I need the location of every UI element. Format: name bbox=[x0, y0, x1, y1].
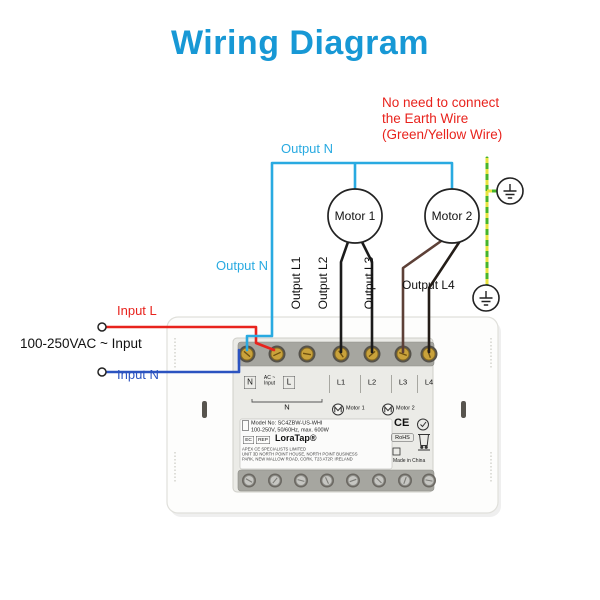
terminal-l1-label: L1 bbox=[336, 378, 346, 387]
model-number: Model No: SC4ZBW-US-WHI bbox=[251, 420, 323, 426]
package-square-icon bbox=[392, 447, 401, 456]
output-l3-wire bbox=[401, 237, 446, 354]
terminal-n-label: N bbox=[244, 376, 256, 389]
output-n-label-left: Output N bbox=[216, 258, 269, 273]
spec-label bbox=[239, 418, 393, 470]
switch-module bbox=[232, 337, 438, 493]
input-l-terminal bbox=[97, 322, 107, 332]
input-n-label: Input N bbox=[117, 367, 159, 382]
manufacturer-address: APEX CE SPECIALISTS LIMITED UNIT 3D NORT… bbox=[242, 446, 358, 462]
output-l3-label: Output L3 bbox=[362, 256, 376, 310]
plate-markings bbox=[174, 338, 492, 482]
output-l1-label: Output L1 bbox=[289, 256, 303, 310]
input-l-label: Input L bbox=[117, 303, 157, 318]
rohs-badge: RoHS bbox=[391, 433, 414, 442]
terminal-l-label: L bbox=[283, 376, 295, 389]
earth-wire bbox=[485, 156, 498, 286]
power-rating: 100-250V, 50/60Hz, max. 600W bbox=[251, 427, 329, 433]
vac-input-label: 100-250VAC ~ Input bbox=[20, 336, 142, 351]
plate-screw-slot-right bbox=[461, 401, 466, 418]
terminal-l3-label: L3 bbox=[398, 378, 408, 387]
plate-screw-slot-left bbox=[202, 401, 207, 418]
ec-badge: EC bbox=[243, 436, 254, 444]
motor2-icon bbox=[382, 403, 394, 416]
terminal-label-dividers bbox=[329, 375, 418, 393]
ce-mark: CE bbox=[394, 417, 410, 429]
terminal-l4-label: L4 bbox=[424, 378, 434, 387]
output-l4-label: Output L4 bbox=[402, 278, 455, 292]
cert-circle-icon bbox=[417, 418, 429, 431]
brand-name: LoraTap® bbox=[275, 433, 317, 443]
output-l1-wire bbox=[339, 240, 350, 354]
neutral-bracket bbox=[251, 399, 323, 403]
output-n-label-top: Output N bbox=[281, 141, 334, 156]
rep-badge: REP bbox=[256, 436, 270, 444]
motor-1-tag: Motor 1 bbox=[346, 405, 365, 411]
earth-wire-note: No need to connect the Earth Wire (Green… bbox=[382, 95, 503, 142]
terminal-l2-label: L2 bbox=[367, 378, 377, 387]
motor-2-tag: Motor 2 bbox=[396, 405, 415, 411]
input-n-wire bbox=[102, 348, 241, 374]
output-l4-wire bbox=[427, 239, 462, 354]
output-n-wire bbox=[245, 161, 454, 352]
terminal-n-bottom-label: N bbox=[284, 403, 290, 412]
motor-2-label: Motor 2 bbox=[431, 209, 473, 223]
weee-bin-icon bbox=[418, 434, 430, 451]
output-l2-wire bbox=[360, 240, 374, 354]
motor-2 bbox=[424, 188, 480, 244]
terminal-ac-input-label: AC ~ Input bbox=[263, 375, 276, 386]
earth-symbol-1 bbox=[496, 177, 524, 205]
output-l2-label: Output L2 bbox=[316, 256, 330, 310]
label-mini-box-icon bbox=[242, 420, 249, 431]
page-title: Wiring Diagram bbox=[171, 24, 429, 62]
made-in-label: Made in China bbox=[393, 458, 426, 464]
earth-symbol-2 bbox=[472, 284, 500, 312]
motor-1 bbox=[327, 188, 383, 244]
motor1-icon bbox=[332, 403, 344, 416]
bottom-terminal-strip bbox=[237, 469, 436, 492]
top-terminal-strip bbox=[237, 341, 438, 367]
motor-1-label: Motor 1 bbox=[334, 209, 376, 223]
input-n-terminal bbox=[97, 367, 107, 377]
